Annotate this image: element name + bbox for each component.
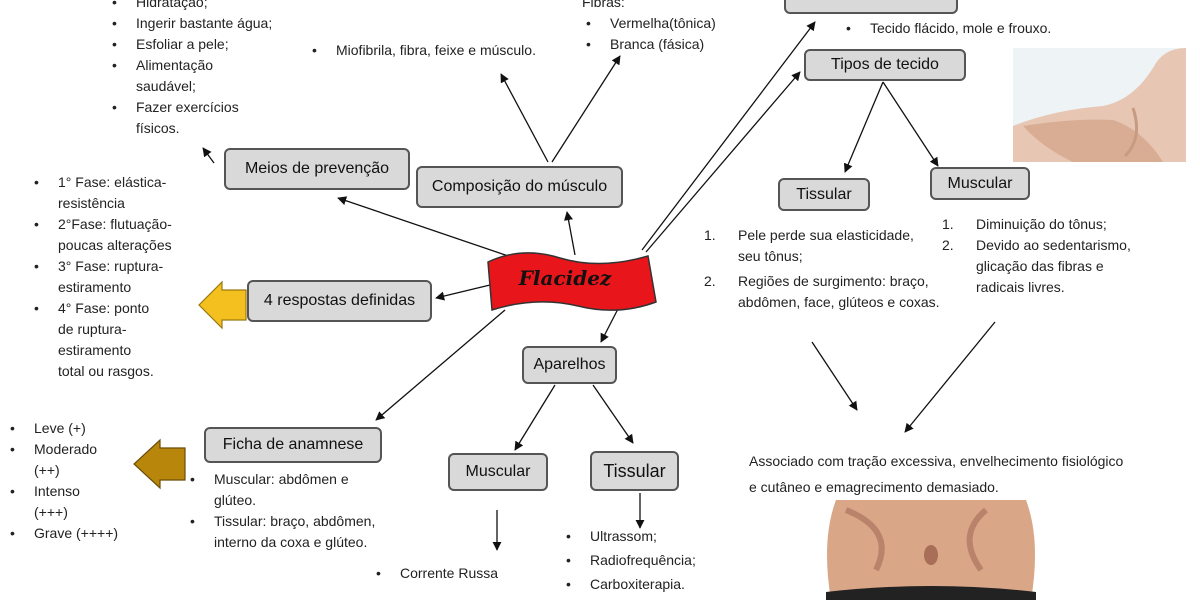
node-respostas-definidas: 4 respostas definidas bbox=[247, 280, 432, 322]
tissular-list: 1.Pele perde sua elasticidade, seu tônus… bbox=[704, 225, 940, 313]
list-item: Esfoliar a pele; bbox=[106, 34, 296, 55]
node-meios-prevencao: Meios de prevenção bbox=[224, 148, 410, 190]
node-composicao-musculo: Composição do músculo bbox=[416, 166, 623, 208]
list-item: 1.Diminuição do tônus; bbox=[942, 216, 1107, 232]
list-item: Alimentação saudável; bbox=[106, 55, 236, 97]
aparelhos-tissular-list: Ultrassom; Radiofrequência; Carboxiterap… bbox=[560, 524, 740, 596]
list-item: Grave (++++) bbox=[4, 523, 134, 544]
list-item: Muscular: abdômen e glúteo. bbox=[184, 469, 374, 511]
yellow-block-arrow-left bbox=[198, 280, 247, 330]
list-item: Corrente Russa bbox=[370, 563, 530, 584]
list-item: 2.Devido ao sedentarismo, glicação das f… bbox=[942, 237, 1131, 295]
node-tipos-muscular: Muscular bbox=[930, 167, 1030, 200]
list-item: 3° Fase: ruptura-estiramento bbox=[28, 256, 200, 298]
list-item: Branca (fásica) bbox=[580, 34, 762, 55]
list-item: 2°Fase: flutuação-poucas alterações bbox=[28, 214, 200, 256]
fibras-label: Fibras: bbox=[582, 0, 625, 10]
list-item: Fazer exercícios físicos. bbox=[106, 97, 256, 139]
list-item: 1° Fase: elástica-resistência bbox=[28, 172, 200, 214]
composicao-list: Miofibrila, fibra, feixe e músculo. bbox=[306, 40, 596, 61]
list-item: Carboxiterapia. bbox=[560, 572, 740, 596]
node-aparelhos-muscular: Muscular bbox=[448, 453, 548, 491]
list-item: 4° Fase: ponto de ruptura-estiramento to… bbox=[28, 298, 158, 382]
node-aparelhos-tissular: Tissular bbox=[590, 451, 679, 491]
list-item: Radiofrequência; bbox=[560, 548, 740, 572]
node-tipos-tecido: Tipos de tecido bbox=[804, 49, 966, 81]
list-item: Leve (+) bbox=[4, 418, 134, 439]
olive-block-arrow-left bbox=[133, 438, 186, 490]
prevencao-list: Hidratação; Ingerir bastante água; Esfol… bbox=[106, 0, 296, 139]
list-item: Ultrassom; bbox=[560, 524, 740, 548]
list-item: Ingerir bastante água; bbox=[106, 13, 296, 34]
fases-list: 1° Fase: elástica-resistência 2°Fase: fl… bbox=[28, 172, 200, 382]
list-item: Tecido flácido, mole e frouxo. bbox=[840, 18, 1100, 39]
node-tipos-tissular: Tissular bbox=[778, 178, 870, 211]
arm-photo bbox=[1013, 48, 1186, 162]
list-item: 2.Regiões de surgimento: braço, abdômen,… bbox=[704, 273, 940, 310]
fibras-block: Fibras: Vermelha(tônica) Branca (fásica) bbox=[582, 0, 762, 55]
anamnese-list: Muscular: abdômen e glúteo. Tissular: br… bbox=[184, 469, 414, 553]
list-item: 1.Pele perde sua elasticidade, seu tônus… bbox=[704, 227, 914, 264]
list-item: Moderado (++) bbox=[4, 439, 97, 481]
list-item: Hidratação; bbox=[106, 0, 296, 13]
list-item: Vermelha(tônica) bbox=[580, 13, 762, 34]
abdomen-photo bbox=[806, 500, 1056, 600]
associado-text: Associado com tração excessiva, envelhec… bbox=[749, 453, 1124, 495]
node-definicao bbox=[784, 0, 958, 14]
list-item: Miofibrila, fibra, feixe e músculo. bbox=[306, 40, 596, 61]
muscular-list: 1.Diminuição do tônus; 2.Devido ao seden… bbox=[942, 214, 1142, 298]
central-banner-shape bbox=[487, 252, 657, 311]
node-aparelhos: Aparelhos bbox=[522, 346, 617, 384]
list-item: Tissular: braço, abdômen, interno da cox… bbox=[184, 511, 414, 553]
central-node-flacidez: Flacidez bbox=[518, 266, 612, 290]
node-ficha-anamnese: Ficha de anamnese bbox=[204, 427, 382, 463]
list-item: Intenso (+++) bbox=[4, 481, 94, 523]
graus-list: Leve (+) Moderado (++) Intenso (+++) Gra… bbox=[4, 418, 134, 544]
aparelhos-muscular-list: Corrente Russa bbox=[370, 563, 530, 584]
definicao-list: Tecido flácido, mole e frouxo. bbox=[840, 18, 1100, 39]
